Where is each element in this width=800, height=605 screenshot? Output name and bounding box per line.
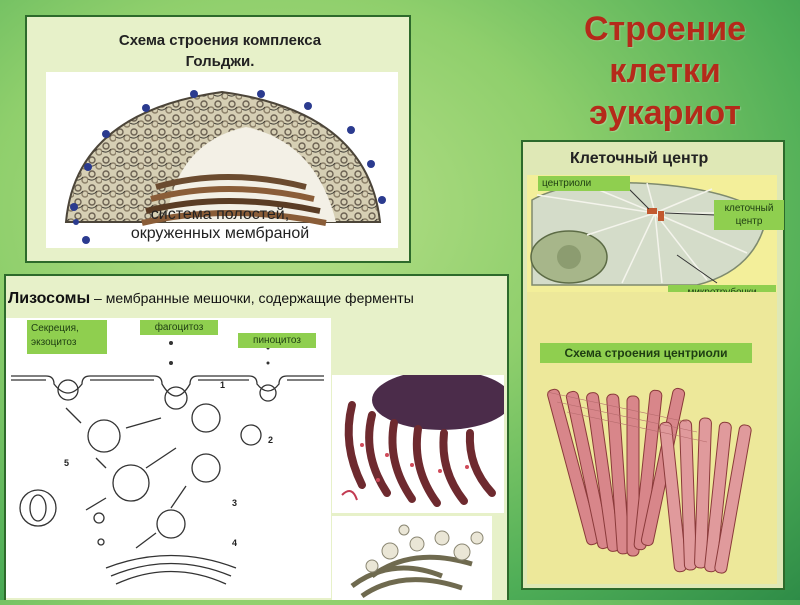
diagram-number-2: 2 — [268, 435, 273, 445]
er-illustration — [332, 370, 512, 513]
label-cell-center-line-2: центр — [735, 216, 763, 227]
golgi-overlay-text: система полостей, окруженных мембраной — [70, 205, 370, 243]
vesicle-illustration — [332, 516, 492, 600]
diagram-number-5: 5 — [64, 458, 69, 468]
title-line-1: Строение — [584, 10, 746, 48]
diagram-number-3: 3 — [232, 498, 237, 508]
label-centriole-scheme: Схема строения центриоли — [540, 343, 752, 363]
label-centrioles: центриоли — [538, 176, 630, 191]
label-cell-center: клеточный центр — [714, 200, 784, 230]
cell-center-title: Клеточный центр — [570, 150, 709, 167]
slide-title: Строение клетки эукариот — [545, 8, 785, 134]
centriole-scheme-illustration — [527, 292, 777, 584]
title-line-2: клетки — [609, 52, 721, 90]
diagram-number-1: 1 — [220, 380, 225, 390]
diagram-number-4: 4 — [232, 538, 237, 548]
title-line-3: эукариот — [589, 94, 741, 132]
label-secretion-line-1: Секреция, — [31, 323, 79, 334]
lysosome-diagram: 1 2 3 4 5 — [6, 318, 331, 598]
golgi-overlay-line-2: окруженных мембраной — [130, 225, 310, 242]
golgi-illustration — [46, 72, 398, 248]
label-secretion: Секреция, экзоцитоз — [27, 320, 107, 354]
label-secretion-line-2: экзоцитоз — [31, 337, 77, 348]
golgi-overlay-line-1: система полостей, — [150, 206, 290, 223]
label-cell-center-line-1: клеточный — [724, 203, 774, 214]
lysosome-heading-term: Лизосомы — [8, 290, 91, 307]
golgi-caption: Схема строения комплекса Гольджи. — [40, 30, 400, 72]
label-pinocytosis: пиноцитоз — [238, 333, 316, 348]
lysosome-heading: Лизосомы – мембранные мешочки, содержащи… — [8, 290, 414, 308]
label-phagocytosis: фагоцитоз — [140, 320, 218, 335]
cell-center-illustration — [527, 175, 777, 293]
golgi-caption-line-1: Схема строения комплекса — [118, 32, 322, 49]
lysosome-heading-definition: – мембранные мешочки, содержащие фермент… — [90, 290, 414, 306]
golgi-caption-line-2: Гольджи. — [185, 53, 255, 70]
